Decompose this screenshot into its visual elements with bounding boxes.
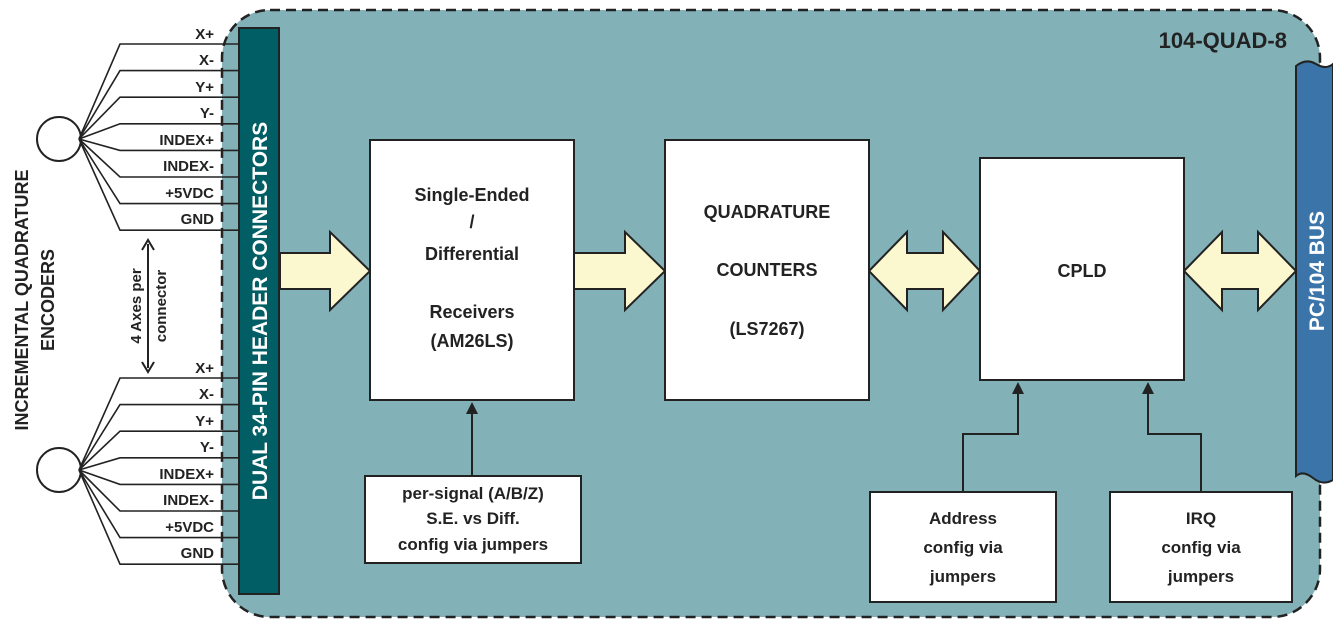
- side-label-line1: INCREMENTAL QUADRATURE: [12, 170, 32, 431]
- encoder-wire: [78, 403, 239, 471]
- encoder-wire: [78, 377, 239, 471]
- encoder-wire: [78, 96, 239, 140]
- irq-config-line3: jumpers: [1167, 567, 1234, 586]
- pin-label: +5VDC: [165, 519, 214, 536]
- receivers-line1: Single-Ended: [414, 185, 529, 205]
- irq-config-line2: config via: [1161, 538, 1241, 557]
- counters-line1: QUADRATURE: [704, 202, 831, 222]
- pin-label: INDEX+: [159, 132, 214, 149]
- encoder-wire: [78, 138, 239, 152]
- bus-bar: [1295, 60, 1333, 484]
- receivers-line3: Differential: [425, 244, 519, 264]
- address-config-line3: jumpers: [929, 567, 996, 586]
- encoder-wire: [78, 138, 239, 231]
- encoder-wire: [78, 430, 239, 471]
- irq-config-box: [1109, 491, 1293, 603]
- cpld-label: CPLD: [1058, 261, 1107, 281]
- pin-label: Y-: [200, 105, 214, 122]
- pin-label: GND: [181, 211, 215, 228]
- side-label-line2: ENCODERS: [38, 249, 58, 351]
- header-connector-label: DUAL 34-PIN HEADER CONNECTORS: [249, 122, 272, 500]
- axes-double-arrow: [141, 238, 155, 374]
- pin-label: X-: [199, 386, 214, 403]
- encoder-wire: [78, 123, 239, 140]
- receivers-block: [369, 139, 575, 401]
- board-title: 104-QUAD-8: [1159, 28, 1287, 53]
- pin-label: Y-: [200, 439, 214, 456]
- irq-config-line1: IRQ: [1186, 509, 1216, 528]
- arrow-header-to-receivers: [279, 229, 372, 313]
- pin-label: Y+: [195, 79, 214, 96]
- pin-label: X+: [195, 360, 214, 377]
- receivers-line2: /: [469, 212, 474, 232]
- pin-label: Y+: [195, 413, 214, 430]
- receivers-line4: Receivers: [429, 302, 514, 322]
- pin-label: +5VDC: [165, 185, 214, 202]
- pin-label: INDEX+: [159, 466, 214, 483]
- encoder-bottom-wires: [78, 377, 239, 566]
- pin-label: X+: [195, 26, 214, 43]
- encoder-wire: [78, 456, 239, 471]
- address-config-line2: config via: [923, 538, 1003, 557]
- encoder-top-wires: [78, 43, 239, 231]
- axes-note-line2: connector: [153, 270, 170, 343]
- encoder-wire: [78, 469, 239, 512]
- counters-line2: COUNTERS: [716, 260, 817, 280]
- pin-label: INDEX-: [163, 492, 214, 509]
- signal-config-line1: per-signal (A/B/Z): [402, 484, 544, 503]
- arrow-receivers-to-counters: [573, 229, 667, 313]
- encoder-wire: [78, 69, 239, 140]
- header-connector-bar: [238, 27, 280, 595]
- signal-config-line3: config via jumpers: [398, 535, 548, 554]
- encoder-wire: [78, 469, 239, 566]
- pin-label: GND: [181, 545, 215, 562]
- config-connectors: [466, 382, 1202, 492]
- bus-label: PC/104 BUS: [1306, 211, 1329, 331]
- receivers-line5: (AM26LS): [430, 331, 513, 351]
- arrow-cpld-bus: [1182, 229, 1298, 313]
- counters-block: [664, 139, 870, 401]
- encoder-wire: [78, 469, 239, 539]
- encoder-top-icon: [36, 116, 82, 162]
- counters-line3: (LS7267): [729, 319, 804, 339]
- pin-label: X-: [199, 52, 214, 69]
- encoder-wire: [78, 469, 239, 486]
- signal-config-line2: S.E. vs Diff.: [426, 509, 520, 528]
- address-config-box: [869, 491, 1057, 603]
- pin-label: INDEX-: [163, 158, 214, 175]
- encoder-wire: [78, 138, 239, 205]
- encoder-wire: [78, 43, 239, 140]
- encoder-bottom-icon: [36, 447, 82, 493]
- axes-note-line1: 4 Axes per: [128, 268, 145, 343]
- signal-config-box: [364, 475, 582, 564]
- cpld-block: [979, 157, 1185, 381]
- encoder-wire: [78, 138, 239, 178]
- address-config-line1: Address: [929, 509, 997, 528]
